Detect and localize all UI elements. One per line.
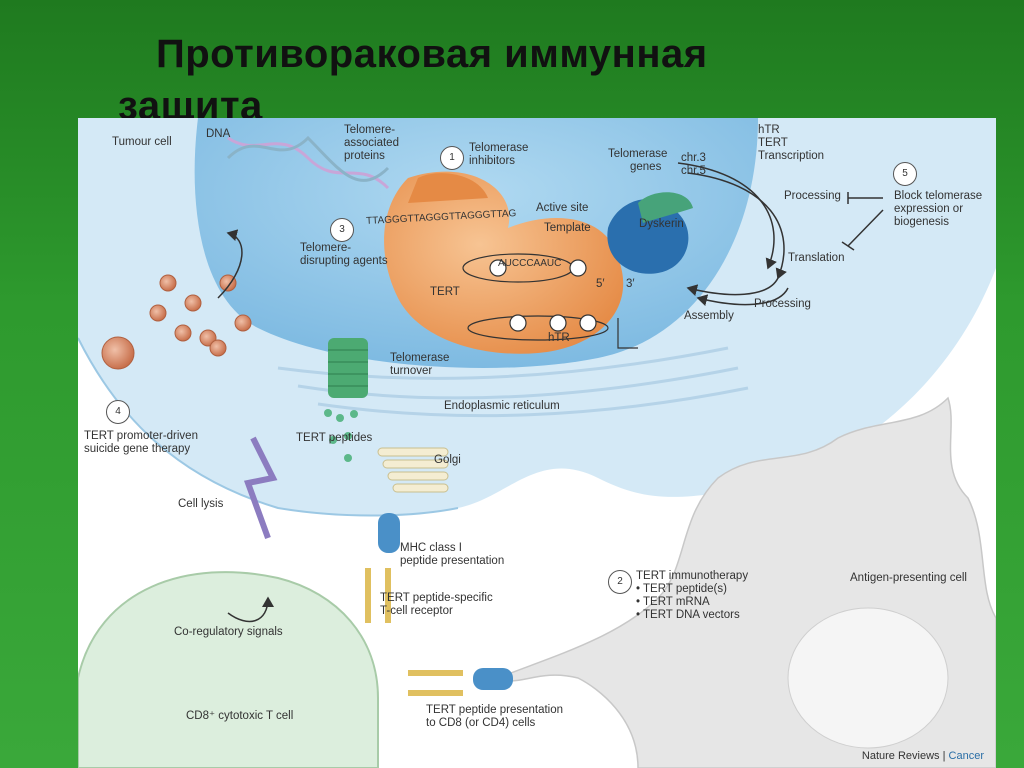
htr-tert-transcription-label: hTR TERT Transcription xyxy=(758,124,825,162)
suicide-arrow xyxy=(217,229,243,299)
cell-lysis-label: Cell lysis xyxy=(178,498,224,510)
biogenesis-arrows xyxy=(677,162,789,307)
telomerase-inhibitor-shape xyxy=(408,173,488,203)
template-sequence: AUCCCAAUC xyxy=(498,258,562,269)
dyskerin-label: Dyskerin xyxy=(639,218,684,230)
template-label: Template xyxy=(544,222,591,234)
processing-label-2: Processing xyxy=(754,298,811,310)
proteasome xyxy=(328,338,368,398)
telomerase-genes-label: Telomerase genes xyxy=(608,148,668,173)
apc-nucleus xyxy=(787,607,949,749)
translation-label: Translation xyxy=(788,252,845,264)
co-regulatory-arrow xyxy=(227,596,274,623)
er-label: Endoplasmic reticulum xyxy=(444,400,560,412)
lightning-bolt xyxy=(243,436,278,540)
golgi-label: Golgi xyxy=(434,454,461,466)
telomere-disrupting-label: Telomere- disrupting agents xyxy=(300,242,388,267)
five-prime-label: 5′ xyxy=(596,278,605,290)
golgi xyxy=(377,447,449,493)
step-2-badge: 2 xyxy=(608,570,632,594)
tcr-label: TERT peptide-specific T-cell receptor xyxy=(380,592,493,617)
dna-helix xyxy=(226,135,390,190)
chromosome-label: chr.3 chr.5 xyxy=(681,152,706,177)
figure-graphics xyxy=(78,118,996,768)
active-site-label: Active site xyxy=(536,202,589,214)
three-prime-label: 3′ xyxy=(626,278,635,290)
assembly-label: Assembly xyxy=(684,310,734,322)
figure-credit: Nature Reviews | Cancer xyxy=(861,750,984,762)
mhc-tcr-complex xyxy=(365,513,400,623)
step-3-badge: 3 xyxy=(330,218,354,242)
block-lines xyxy=(841,192,884,251)
step-1-badge: 1 xyxy=(440,146,464,170)
dyskerin xyxy=(607,198,689,274)
tumour-cell-label: Tumour cell xyxy=(112,136,172,148)
mhc-tcr-complex-2 xyxy=(408,668,513,696)
dna-label: DNA xyxy=(206,128,231,140)
telomere-proteins-label: Telomere- associated proteins xyxy=(344,124,399,162)
processing-label-1: Processing xyxy=(784,190,841,202)
htr-label: hTR xyxy=(548,332,570,344)
mhc-presentation-label: MHC class I peptide presentation xyxy=(400,542,505,567)
tert-peptides-label: TERT peptides xyxy=(296,432,373,444)
telomerase-inhibitors-label: Telomerase inhibitors xyxy=(469,142,529,167)
step-4-badge: 4 xyxy=(106,400,130,424)
slide-title: Противораковая иммунная защита xyxy=(118,28,878,132)
telomerase-turnover-label: Telomerase turnover xyxy=(390,352,450,377)
tert-peptides xyxy=(324,409,358,462)
telomerase-figure: Tumour cell DNA Telomere- associated pro… xyxy=(78,118,996,768)
htr-rna xyxy=(462,253,638,349)
cd8-t-cell xyxy=(78,571,379,768)
title-line-1: Противораковая иммунная xyxy=(156,32,708,76)
immunotherapy-label: TERT immunotherapy • TERT peptide(s) • T… xyxy=(636,570,749,621)
tert-label: TERT xyxy=(430,286,460,298)
co-regulatory-label: Co-regulatory signals xyxy=(174,626,283,638)
tert-presentation-label: TERT peptide presentation to CD8 (or CD4… xyxy=(426,704,564,729)
suicide-gene-therapy-label: TERT promoter-driven suicide gene therap… xyxy=(84,430,198,455)
viruses xyxy=(101,274,252,370)
step-5-badge: 5 xyxy=(893,162,917,186)
apc-label: Antigen-presenting cell xyxy=(850,572,967,584)
dyskerin-green xyxy=(638,192,693,223)
cd8-label: CD8⁺ cytotoxic T cell xyxy=(186,710,294,722)
block-telomerase-label: Block telomerase expression or biogenesi… xyxy=(894,190,983,228)
